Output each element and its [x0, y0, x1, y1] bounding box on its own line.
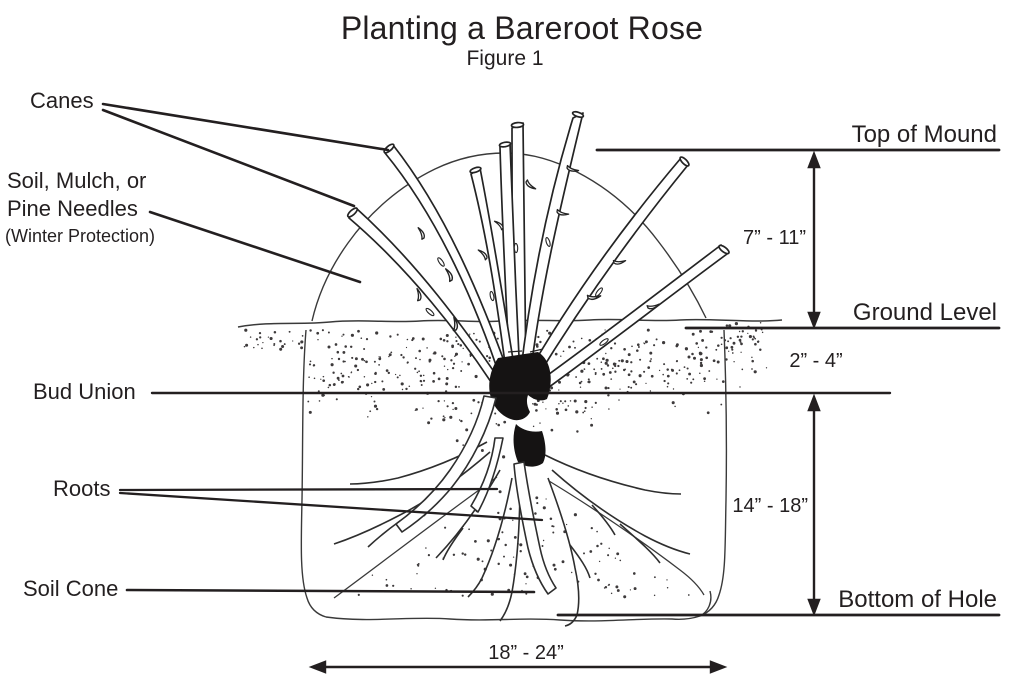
measurement-hole-depth: 14” - 18” — [732, 495, 808, 517]
cane-bud-scars — [425, 237, 609, 346]
measurement-bud-union-depth: 2” - 4” — [789, 350, 843, 372]
page-title: Planting a Bareroot Rose — [340, 10, 704, 46]
cane — [519, 112, 584, 379]
bud-union-mass — [489, 352, 551, 467]
measurement-hole-width: 18” - 24” — [488, 642, 564, 664]
label-canes: Canes — [30, 88, 94, 113]
label-soil-cone: Soil Cone — [23, 576, 119, 601]
cane-segment-lines — [507, 348, 544, 353]
main-roots — [395, 395, 557, 595]
label-bottom-of-hole: Bottom of Hole — [838, 586, 997, 613]
cane — [348, 207, 504, 386]
figure-number: Figure 1 — [466, 47, 544, 70]
label-top-of-mound: Top of Mound — [851, 121, 997, 148]
canes-leader-lower — [101, 108, 356, 208]
label-ground-level: Ground Level — [852, 299, 997, 326]
soil-cone-leader — [125, 588, 536, 594]
leader-lines — [101, 102, 1001, 617]
label-winter-protection-line3: (Winter Protection) — [5, 226, 156, 246]
winter-protection-leader — [148, 210, 362, 284]
roots-leader-upper — [118, 487, 499, 492]
label-roots: Roots — [53, 476, 111, 501]
roots-leader-lower — [118, 491, 544, 522]
measurement-mound-height: 7” - 11” — [743, 227, 806, 249]
label-winter-protection-line1: Soil, Mulch, or — [7, 168, 147, 193]
rose-canes — [346, 110, 730, 399]
measurement-arrows — [308, 150, 821, 674]
label-winter-protection-line2: Pine Needles — [7, 196, 138, 221]
root-system — [333, 441, 691, 627]
soil-cone-outline — [333, 476, 705, 599]
cane — [526, 244, 728, 399]
label-bud-union: Bud Union — [33, 379, 136, 404]
canes-leader-upper — [101, 102, 390, 152]
